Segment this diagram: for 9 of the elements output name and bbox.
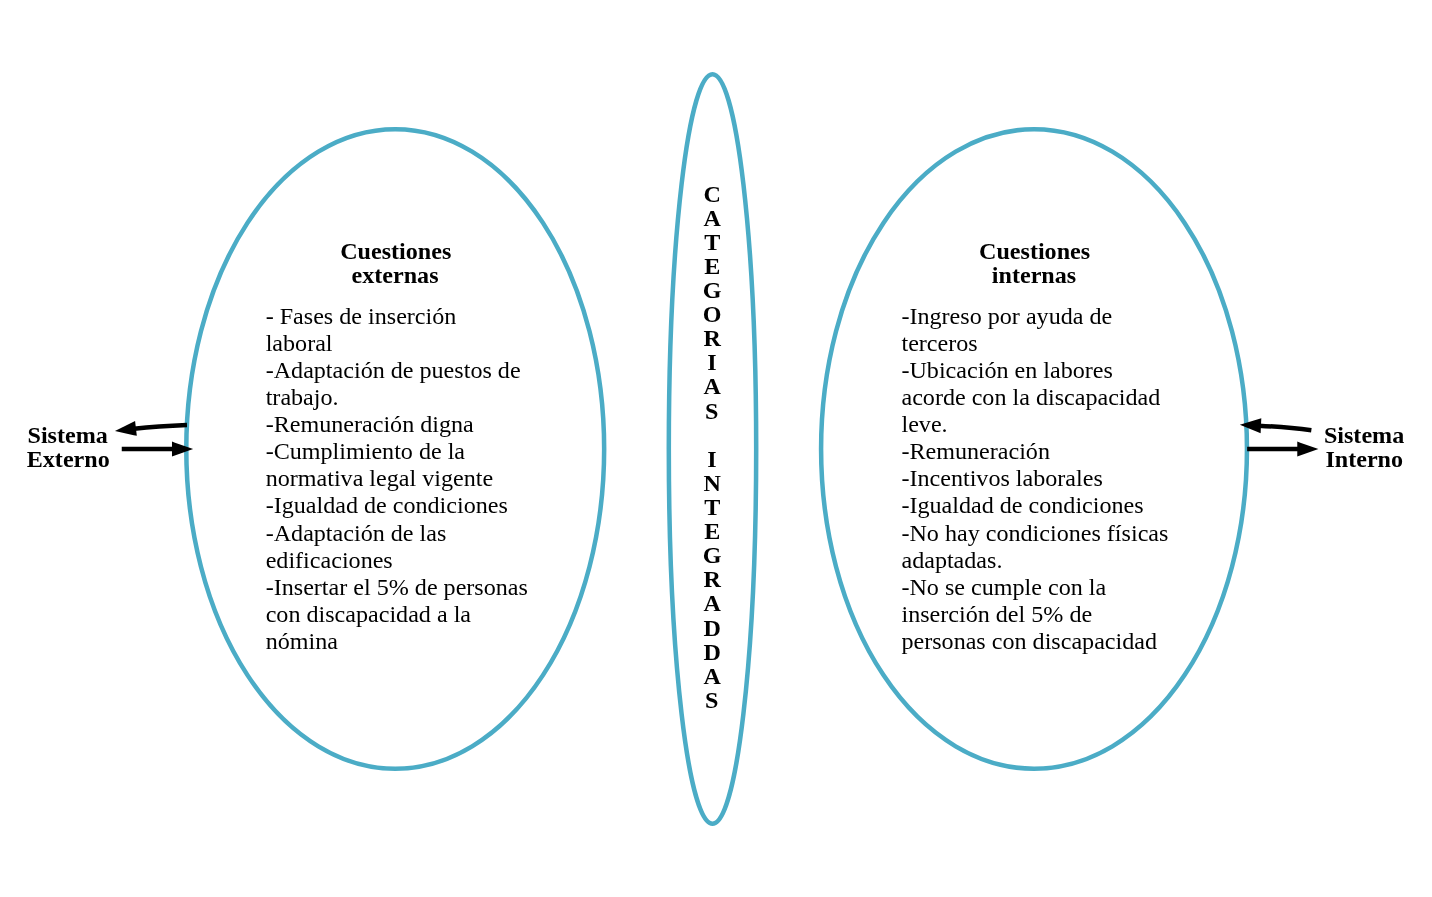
node-text: Sistema Externo xyxy=(26,421,110,472)
node-ellipse: Cuestiones internas -Ingreso por ayuda de terceros -Ubicación en labores acorde con la discapacidad leve. -Remuneración -Incentivos laborales -Igualdad de condiciones -No hay condiciones físicas adaptadas. -No se cumple con la inserción del 5% de personas con discapacidad xyxy=(818,126,1250,771)
arrow xyxy=(121,441,194,456)
node-ellipse: CATEGORIAS INTEGRADDAS xyxy=(666,71,759,826)
node-ellipse: Cuestiones externas - Fases de inserción laboral -Adaptación de puestos de trabajo. -Remuneración digna -Cumplimiento de la normativa legal vigente -Igualdad de condiciones -Adaptación de las edificaciones -Insertar el 5% de personas con discapacidad a la nómina xyxy=(184,126,607,771)
arrow xyxy=(1239,417,1312,433)
arrow xyxy=(1247,441,1319,456)
node-text: Sistema Interno xyxy=(1323,421,1405,472)
arrow xyxy=(114,420,188,436)
